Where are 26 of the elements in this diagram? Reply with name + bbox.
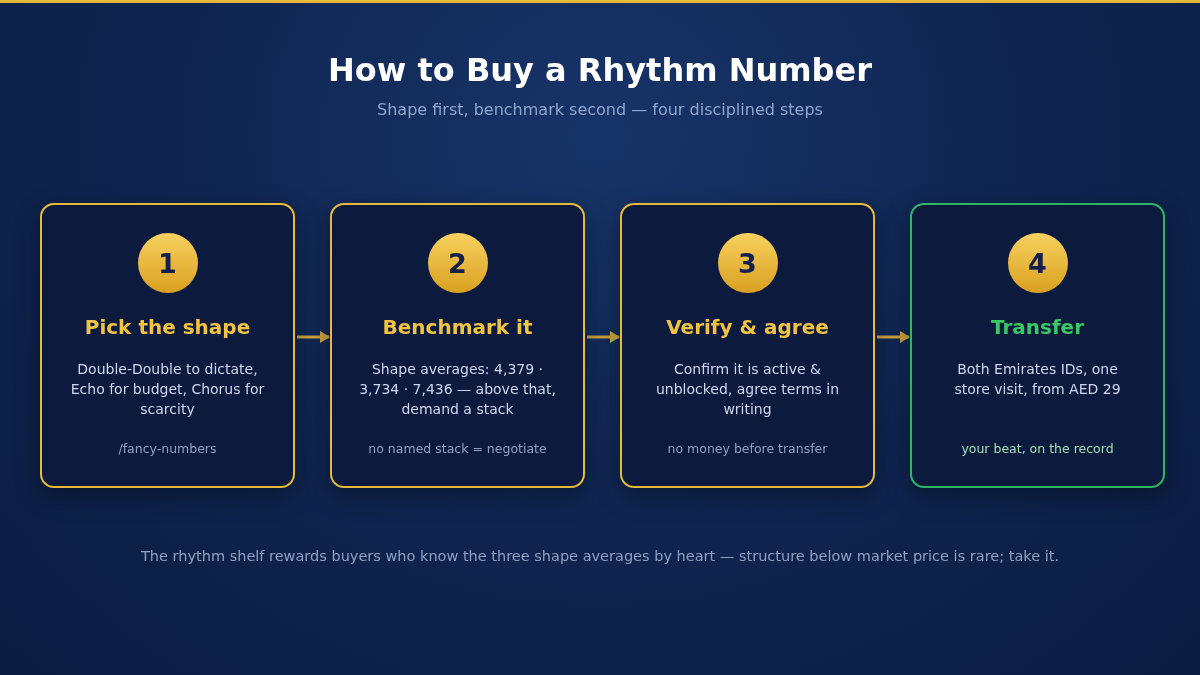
- step-card: [330, 203, 585, 488]
- step-heading: Verify & agree: [666, 315, 829, 339]
- step-heading: Transfer: [990, 315, 1085, 339]
- step-card: [40, 203, 295, 488]
- step-heading: Pick the shape: [84, 315, 251, 339]
- step-description: Shape averages: 4,379 · 3,734 · 7,436 — above that, demand a stack: [358, 360, 557, 419]
- arrow: [297, 331, 330, 343]
- step-note: no named stack = negotiate: [367, 441, 548, 456]
- step-description: Double-Double to dictate, Echo for budget, Chorus for scarcity: [69, 360, 266, 419]
- step-number-badge: 2: [427, 233, 488, 293]
- subtitle: Shape first, benchmark second — four disciplined steps: [376, 100, 824, 119]
- arrow: [877, 331, 910, 343]
- step-card: [910, 203, 1165, 488]
- title: How to Buy a Rhythm Number: [327, 51, 873, 89]
- arrow: [587, 331, 620, 343]
- step-number-badge: 4: [1007, 233, 1068, 293]
- caption: The rhythm shelf rewards buyers who know the three shape averages by heart — structure below market price is rare; take it.: [140, 548, 1060, 564]
- step-number-badge: 3: [717, 233, 778, 293]
- step-description: Confirm it is active & unblocked, agree terms in writing: [654, 360, 841, 419]
- step-note: /fancy-numbers: [117, 441, 218, 456]
- step-description: Both Emirates IDs, one store visit, from AED 29: [953, 360, 1122, 399]
- step-number-badge: 1: [137, 233, 198, 293]
- step-heading: Benchmark it: [382, 315, 533, 339]
- step-note: your beat, on the record: [960, 441, 1115, 456]
- step-card: [620, 203, 875, 488]
- step-note: no money before transfer: [666, 441, 829, 456]
